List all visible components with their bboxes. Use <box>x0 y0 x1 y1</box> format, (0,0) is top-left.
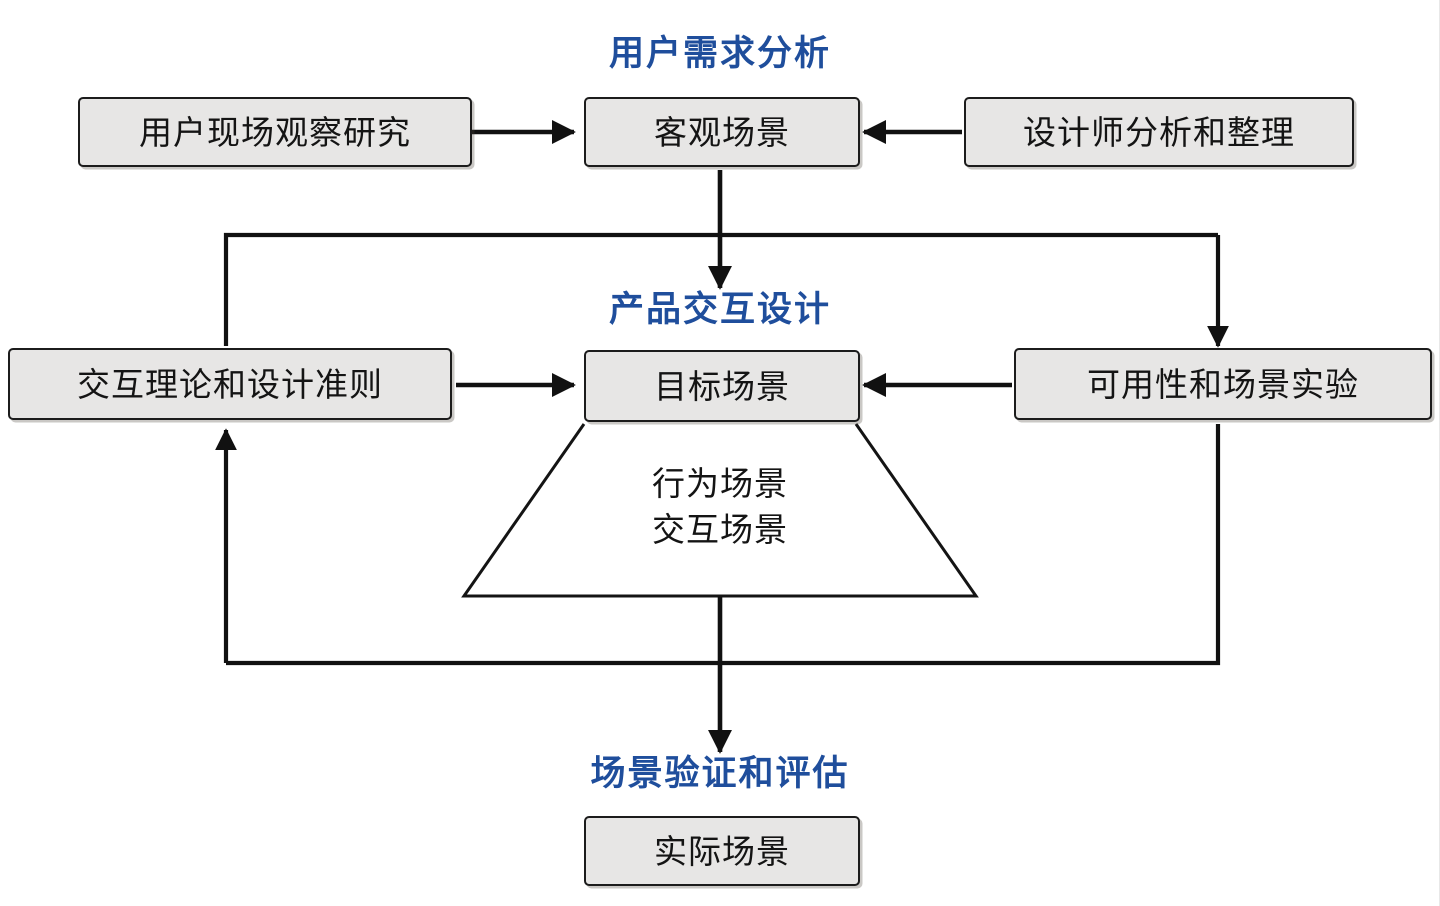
stage-title-user-requirement: 用户需求分析 <box>608 34 831 73</box>
node-designer-analysis[interactable]: 设计师分析和整理 <box>964 97 1354 167</box>
node-field-observation[interactable]: 用户现场观察研究 <box>78 97 472 167</box>
node-actual-scene[interactable]: 实际场景 <box>584 816 860 886</box>
stage-title-product-interaction: 产品交互设计 <box>608 290 831 329</box>
node-objective-scene[interactable]: 客观场景 <box>584 97 860 167</box>
node-interaction-theory[interactable]: 交互理论和设计准则 <box>8 348 452 420</box>
trapezoid-label-interaction-scene: 交互场景 <box>652 511 788 548</box>
node-usability-experiment[interactable]: 可用性和场景实验 <box>1014 348 1432 420</box>
node-target-scene[interactable]: 目标场景 <box>584 350 860 422</box>
stage-title-scene-validation: 场景验证和评估 <box>590 754 850 793</box>
trapezoid-label-behavior-scene: 行为场景 <box>652 465 788 502</box>
